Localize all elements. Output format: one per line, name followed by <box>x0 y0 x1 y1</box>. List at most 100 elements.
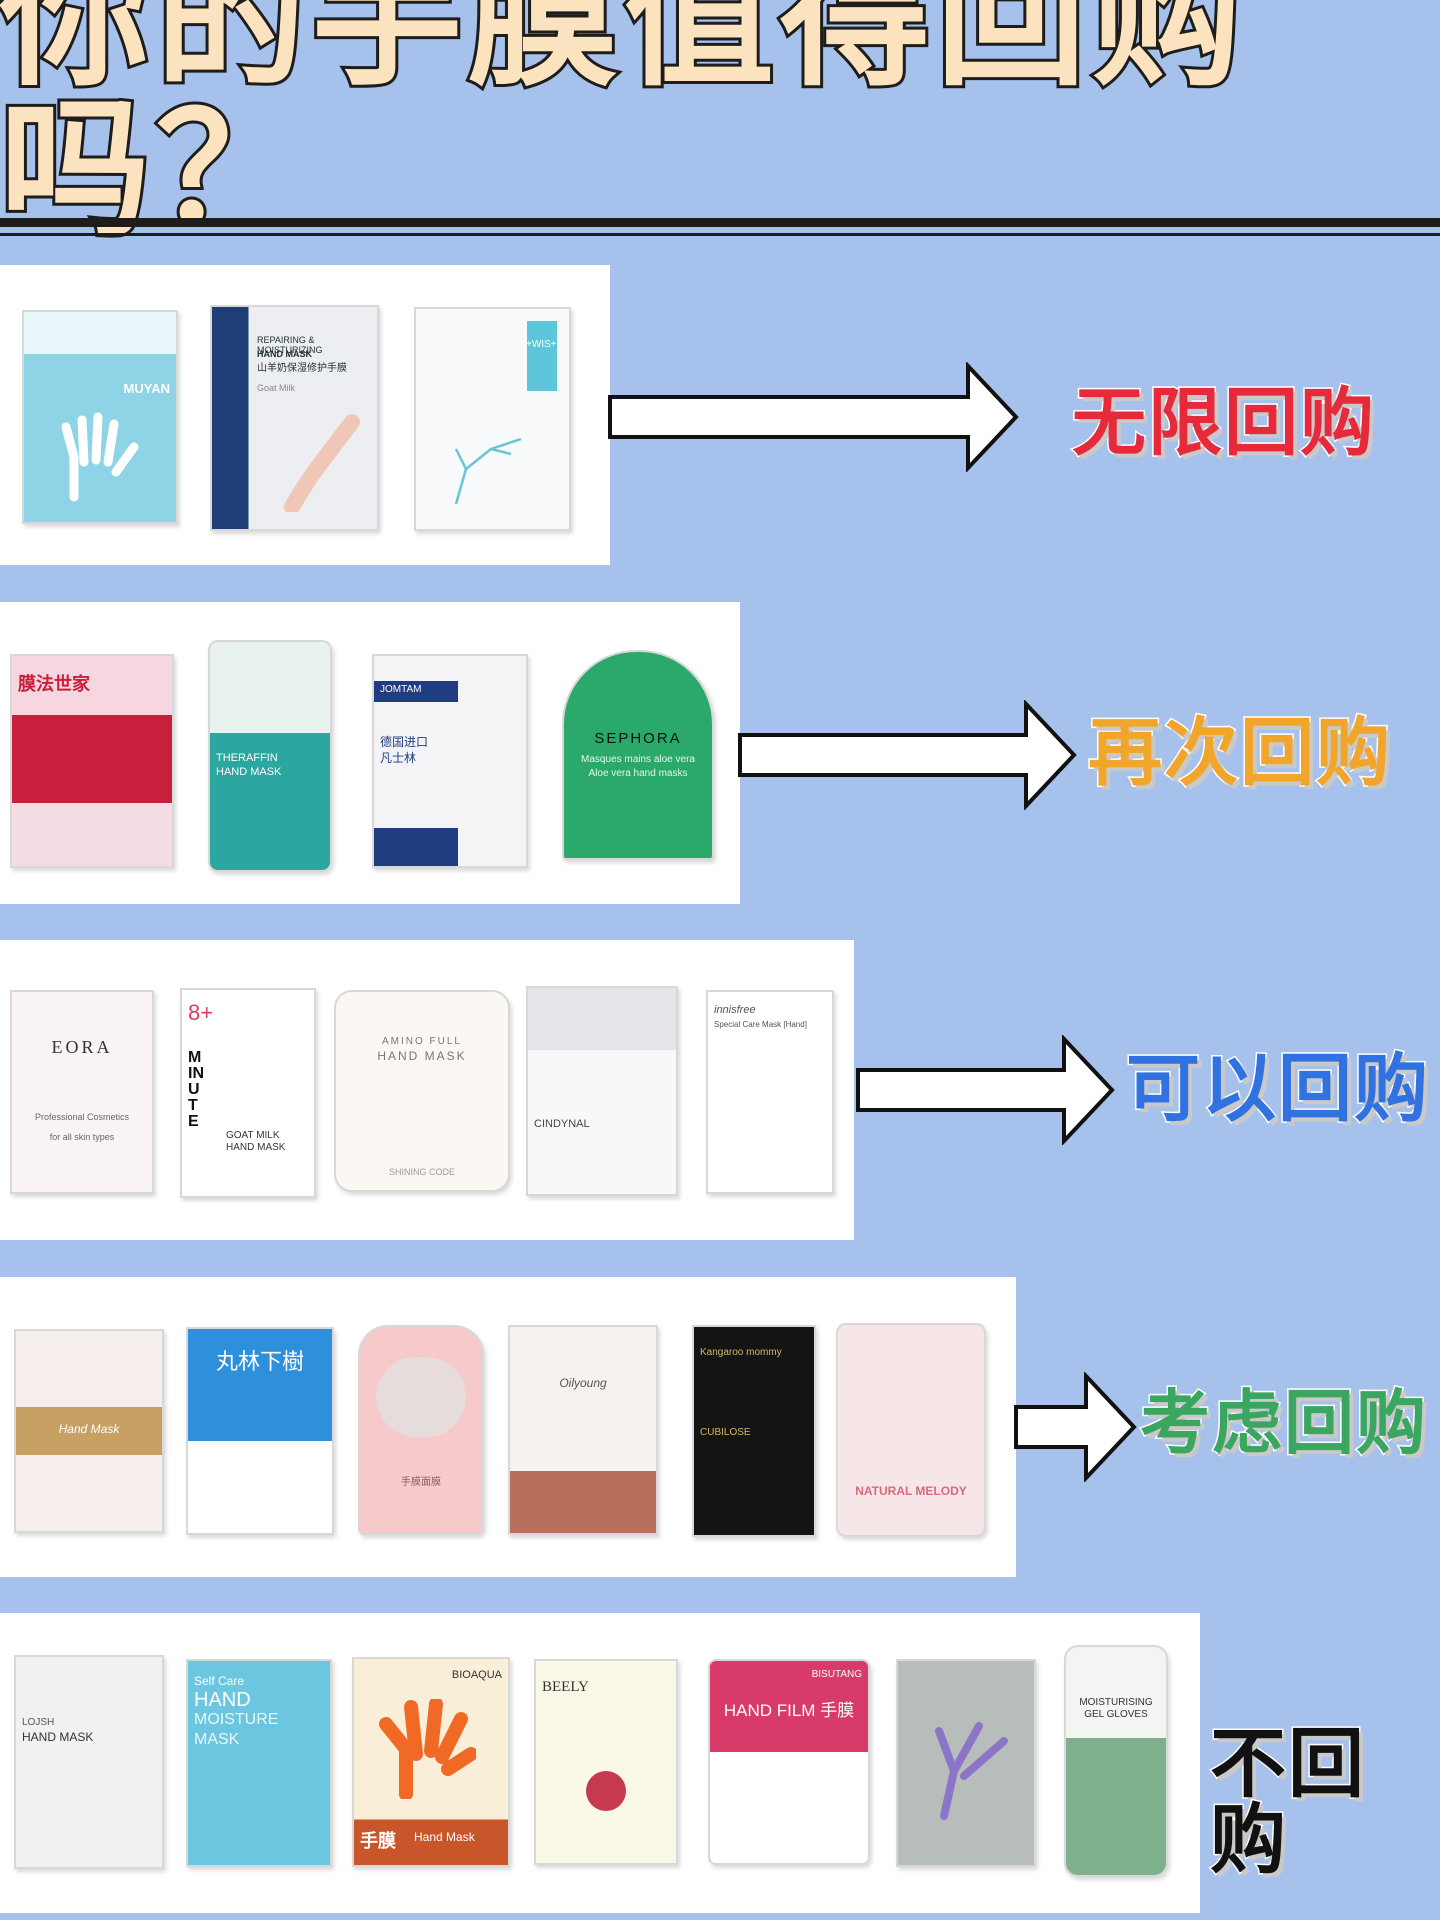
product-label: MOISTURISING <box>1079 1697 1153 1708</box>
product-pack: MUYAN <box>22 310 178 524</box>
tier-rank-label: 不回购 <box>1209 1719 1366 1884</box>
product-label: Professional Cosmetics <box>34 1112 130 1122</box>
product-pack: Kangaroo mommy CUBILOSE <box>692 1325 816 1537</box>
product-label: 山羊奶保湿修护手膜 <box>257 363 347 374</box>
product-label: 手膜面膜 <box>401 1477 441 1488</box>
product-label: BIOAQUA <box>451 1669 502 1681</box>
tier-rank-label: 可以回购 <box>1125 1046 1430 1132</box>
product-pack: BISUTANG HAND FILM 手膜 <box>708 1659 870 1865</box>
product-label: 膜法世家 <box>18 674 90 694</box>
product-label: Aloe vera hand masks <box>588 768 688 779</box>
product-label: Special Care Mask [Hand] <box>714 1020 807 1029</box>
product-label: MOISTURE <box>194 1711 279 1728</box>
arrow-right-icon <box>738 700 1077 810</box>
product-label: HAND MASK <box>216 766 282 778</box>
product-label: Goat Milk <box>257 383 296 393</box>
product-label: SEPHORA <box>594 730 682 747</box>
product-pack: JOMTAM 德国进口 凡士林 <box>372 654 528 868</box>
product-label: HAND FILM 手膜 <box>723 1701 855 1720</box>
product-label: HAND MASK <box>226 1142 286 1153</box>
product-label: BEELY <box>542 1679 589 1695</box>
navy-band <box>374 656 458 866</box>
product-pack: LOJSH HAND MASK <box>14 1655 164 1869</box>
product-label: THERAFFIN <box>216 752 278 764</box>
product-pack: 膜法世家 <box>10 654 174 868</box>
product-label: BISUTANG <box>811 1669 862 1680</box>
product-pack: BEELY <box>534 1659 678 1865</box>
product-pack: Self Care HAND MOISTURE MASK <box>186 1659 332 1867</box>
tier-panel-4: Hand Mask 丸林下樹 手膜面膜 Oilyoung Kangaroo mo… <box>0 1277 1016 1577</box>
product-label-box <box>527 321 557 391</box>
product-label: CINDYNAL <box>534 1118 590 1130</box>
product-label: NATURAL MELODY <box>855 1484 967 1498</box>
hand-illustration <box>935 1722 1008 1820</box>
product-label: MASK <box>194 1731 240 1748</box>
product-label: 德国进口 <box>380 735 429 749</box>
product-label: Hand Mask <box>58 1422 120 1436</box>
tier-panel-3: EORA Professional Cosmetics for all skin… <box>0 940 854 1240</box>
product-label: innisfree <box>714 1004 756 1016</box>
arrow-right-icon <box>608 362 1019 472</box>
product-label: Oilyoung <box>559 1376 607 1390</box>
tier-panel-5: LOJSH HAND MASK Self Care HAND MOISTURE … <box>0 1613 1200 1913</box>
hand-outline-icon <box>454 437 522 505</box>
page-title: 你的手膜值得回购吗？ <box>0 0 1249 257</box>
rose-icon <box>586 1771 626 1811</box>
product-label: 手膜 <box>360 1831 396 1851</box>
product-pack: SEPHORA Masques mains aloe vera Aloe ver… <box>562 650 714 860</box>
product-label: 凡士林 <box>380 751 417 765</box>
product-pack: MOISTURISING GEL GLOVES <box>1064 1645 1168 1877</box>
tier-panel-2: 膜法世家 THERAFFIN HAND MASK JOMTAM 德国进口 凡士林… <box>0 602 740 904</box>
tier-rank-label: 无限回购 <box>1071 380 1376 466</box>
product-pack: 手膜面膜 <box>358 1325 484 1535</box>
product-pack: innisfree Special Care Mask [Hand] <box>706 990 834 1194</box>
product-label: REPAIRING & MOISTURIZING <box>257 335 323 356</box>
page-title-banner: 你的手膜值得回购吗？ <box>0 0 1440 248</box>
product-label: LOJSH <box>22 1717 55 1728</box>
product-label: for all skin types <box>49 1132 115 1142</box>
product-label: +WIS+ <box>526 339 557 350</box>
product-pack: THERAFFIN HAND MASK <box>208 640 332 872</box>
hand-icon <box>61 412 139 502</box>
arrow-right-icon <box>856 1035 1115 1145</box>
product-pack: EORA Professional Cosmetics for all skin… <box>10 990 154 1194</box>
product-label: Kangaroo mommy <box>700 1347 782 1358</box>
cat-face <box>376 1357 466 1437</box>
product-label: GEL GLOVES <box>1084 1709 1148 1720</box>
product-label: Hand Mask <box>414 1830 475 1844</box>
product-label: 8+ <box>188 1000 214 1025</box>
hand-illustration <box>284 414 360 512</box>
product-pack <box>896 1659 1036 1867</box>
product-label: CUBILOSE <box>700 1427 751 1438</box>
product-pack: +WIS+ <box>414 307 571 531</box>
product-pack: NATURAL MELODY <box>836 1323 986 1537</box>
tier-panel-1: MUYAN REPAIRING & MOISTURIZING HAND MASK… <box>0 265 610 565</box>
product-pack: BIOAQUA 手膜 Hand Mask <box>352 1657 510 1867</box>
product-label: HAND MASK <box>22 1730 94 1744</box>
product-label: AMINO FULL <box>381 1036 462 1047</box>
product-pack: REPAIRING & MOISTURIZING HAND MASK 山羊奶保湿… <box>210 305 379 531</box>
product-label: GOAT MILK <box>226 1130 280 1141</box>
title-divider-thick <box>0 218 1440 227</box>
product-label: Self Care <box>194 1674 245 1688</box>
product-label: HAND MASK <box>257 349 312 359</box>
title-divider-thin <box>0 233 1440 236</box>
product-label: HAND <box>194 1689 251 1711</box>
product-label: 丸林下樹 <box>215 1349 304 1374</box>
product-pack: Hand Mask <box>14 1329 164 1533</box>
product-pack: Oilyoung <box>508 1325 658 1535</box>
tier-rank-label: 再次回购 <box>1087 710 1392 796</box>
product-label: EORA <box>51 1037 113 1057</box>
arrow-right-icon <box>1014 1372 1137 1482</box>
product-pack: AMINO FULL HAND MASK SHINING CODE <box>334 990 510 1192</box>
product-pack: CINDYNAL <box>526 986 678 1196</box>
tier-rank-label: 考虑回购 <box>1139 1382 1428 1464</box>
product-label: Masques mains aloe vera <box>581 754 695 765</box>
product-label: MUYAN <box>123 381 170 396</box>
product-label: HAND MASK <box>377 1049 467 1063</box>
product-pack: 丸林下樹 <box>186 1327 334 1535</box>
product-label: JOMTAM <box>380 684 422 695</box>
product-pack: 8+ MINUTE GOAT MILK HAND MASK <box>180 988 316 1198</box>
hand-icon <box>379 1699 476 1799</box>
product-label: SHINING CODE <box>388 1167 455 1177</box>
